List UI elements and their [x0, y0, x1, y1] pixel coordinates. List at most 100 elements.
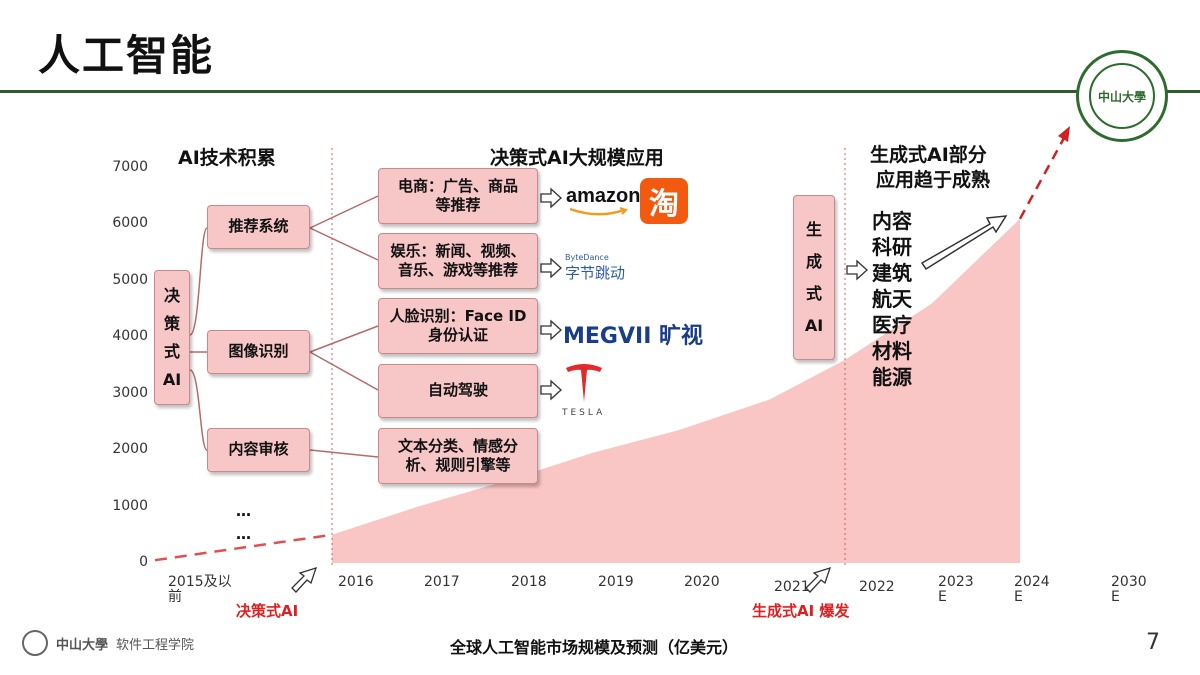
tesla-wordmark: TESLA	[562, 408, 606, 418]
bytedance-logo: ByteDance 字节跳动	[565, 253, 625, 283]
x-tick-label: 2021	[774, 579, 844, 595]
section-accumulation: AI技术积累	[178, 147, 276, 169]
section-generative: 生成式AI部分 应用趋于成熟	[870, 143, 990, 192]
y-tick-label: 4000	[112, 328, 148, 345]
x-tick-line1: 2015及以前	[168, 574, 232, 606]
gen-app-content: 内容	[872, 209, 912, 233]
gen-app-materials: 材料	[872, 339, 912, 363]
root-char-2: 策	[163, 313, 180, 333]
generative-apps-list: 内容 科研 建筑 航天 医疗 材料 能源	[872, 208, 932, 390]
gen-char-2: 成	[805, 251, 822, 271]
branch-content-moderation: 内容审核	[207, 428, 310, 472]
footer-university: 中山大學	[56, 637, 109, 653]
x-tick-line1: 2016	[338, 574, 374, 590]
tesla-t-icon	[566, 364, 602, 402]
y-tick-label: 1000	[112, 497, 148, 514]
megvii-logo: MEGVII 旷视	[563, 324, 704, 349]
page-number: 7	[1146, 630, 1160, 655]
growth-arrow-icon	[920, 215, 1008, 271]
generative-ai-box: 生 成 式 AI	[793, 195, 835, 360]
branch-recommendation: 推荐系统	[207, 205, 310, 249]
y-tick-label: 5000	[112, 271, 148, 288]
generative-burst-label: 生成式AI 爆发	[752, 602, 850, 620]
app-arrows	[540, 187, 868, 401]
x-tick-line2: E	[1111, 589, 1120, 606]
y-tick-label: 7000	[112, 159, 148, 175]
x-tick-line1: 2018	[511, 574, 547, 590]
x-tick-line2: E	[1014, 589, 1023, 606]
root-char-3: 式	[163, 341, 180, 361]
gen-app-architecture: 建筑	[872, 261, 912, 285]
y-tick-label: 3000	[112, 384, 148, 401]
app-ecommerce: 电商：广告、商品 等推荐	[378, 168, 538, 224]
x-tick-label: 2016	[338, 574, 408, 590]
y-tick-label: 6000	[112, 215, 148, 232]
decision-ai-root-box: 决 策 式 AI	[154, 270, 190, 405]
tesla-logo: TESLA	[562, 360, 606, 418]
x-tick-label: 2020	[684, 574, 754, 590]
app-face-id: 人脸识别：Face ID 身份认证	[378, 298, 538, 354]
dashed-lead-in	[154, 533, 333, 562]
gen-app-energy: 能源	[872, 365, 912, 389]
gen-char-3: 式	[805, 283, 822, 303]
bytedance-text: 字节跳动	[565, 264, 626, 282]
generative-burst-arrow-icon	[805, 567, 832, 593]
x-tick-line1: 2024	[1014, 574, 1050, 590]
x-tick-label: 2022	[859, 579, 929, 595]
x-tick-line1: 2017	[424, 574, 460, 590]
branch-ellipsis: … …	[236, 500, 251, 545]
decision-ai-label: 决策式AI	[236, 602, 299, 620]
y-tick-label: 0	[139, 554, 148, 570]
page-title: 人工智能	[38, 31, 215, 80]
x-tick-label: 2019	[598, 574, 668, 590]
title-divider	[0, 90, 1200, 93]
app-entertainment-line1: 娱乐：新闻、视频、	[390, 241, 526, 260]
decision-burst-arrow-icon	[291, 567, 318, 593]
bytedance-small-text: ByteDance	[565, 253, 609, 262]
x-tick-line1: 2022	[859, 579, 895, 595]
app-face-id-line2: 身份认证	[427, 326, 488, 344]
y-tick-label: 2000	[112, 441, 148, 458]
university-emblem-icon: 中山大學	[1076, 50, 1168, 142]
ellipsis-2: …	[236, 524, 251, 543]
section-decision: 决策式AI大规模应用	[490, 147, 664, 169]
app-entertainment-line2: 音乐、游戏等推荐	[397, 261, 518, 279]
x-tick-line1: 2019	[598, 574, 634, 590]
ellipsis-1: …	[236, 502, 251, 520]
app-entertainment: 娱乐：新闻、视频、 音乐、游戏等推荐	[378, 233, 538, 289]
gen-app-research: 科研	[872, 235, 912, 259]
app-ecommerce-line2: 等推荐	[435, 196, 481, 214]
section-generative-line1: 生成式AI部分	[870, 144, 987, 166]
x-tick-label: 2018	[511, 574, 581, 590]
gen-char-1: 生	[805, 219, 822, 239]
x-tick-line2: E	[938, 589, 947, 606]
market-area	[332, 218, 1020, 564]
x-tick-line1: 2021	[774, 579, 810, 595]
taobao-logo: 淘	[640, 178, 688, 224]
amazon-logo: amazon	[566, 185, 641, 207]
branch-image-recognition: 图像识别	[207, 330, 310, 374]
footer-emblem-icon	[22, 630, 48, 656]
app-face-id-line1: 人脸识别：Face ID	[389, 306, 527, 325]
app-text-classification: 文本分类、情感分 析、规则引擎等	[378, 428, 538, 484]
projection-arrowhead-icon	[1058, 126, 1070, 142]
gen-char-4: AI	[804, 315, 824, 335]
section-generative-line2: 应用趋于成熟	[876, 168, 991, 191]
app-autonomous-driving: 自动驾驶	[378, 364, 538, 418]
gen-app-medical: 医疗	[872, 313, 912, 337]
app-ecommerce-line1: 电商：广告、商品	[397, 176, 518, 195]
footer-logo: 中山大學 软件工程学院	[22, 630, 194, 656]
x-tick-label: 2015及以前	[168, 574, 238, 606]
emblem-seal: 中山大學	[1097, 89, 1146, 104]
x-tick-line1: 2023	[938, 574, 974, 590]
dashed-projection	[1018, 137, 1066, 220]
footer-school: 软件工程学院	[116, 637, 195, 653]
root-char-4: AI	[162, 369, 182, 389]
diagram-connectors	[189, 195, 379, 458]
gen-app-aerospace: 航天	[872, 287, 912, 311]
app-text-line1: 文本分类、情感分	[397, 436, 518, 455]
x-tick-line1: 2030	[1111, 574, 1147, 590]
